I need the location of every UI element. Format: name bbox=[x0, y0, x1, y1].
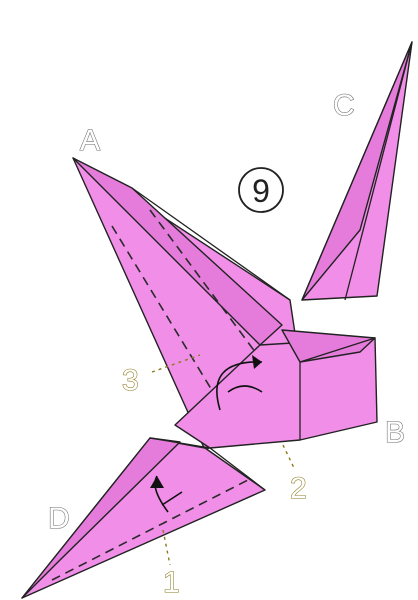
label-d: D bbox=[48, 502, 70, 535]
label-a: A bbox=[80, 124, 100, 157]
step-badge: 9 bbox=[239, 168, 283, 212]
leader-2 bbox=[283, 445, 295, 470]
neck-c bbox=[302, 42, 412, 300]
label-2: 2 bbox=[290, 472, 307, 505]
label-b: B bbox=[385, 416, 405, 449]
step-number: 9 bbox=[252, 173, 270, 209]
label-1: 1 bbox=[163, 566, 180, 599]
label-3: 3 bbox=[122, 364, 139, 397]
label-c: C bbox=[333, 89, 355, 122]
